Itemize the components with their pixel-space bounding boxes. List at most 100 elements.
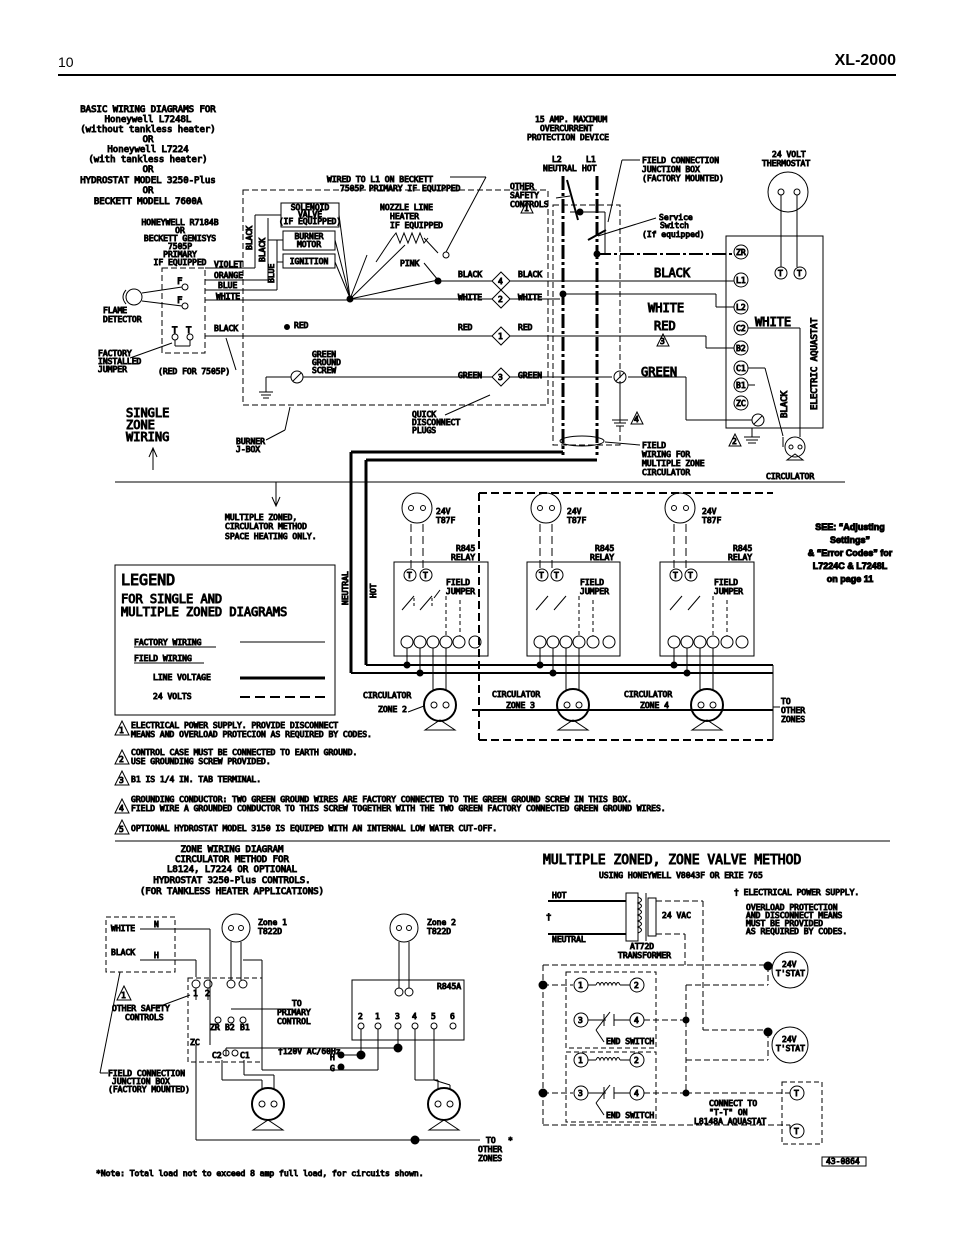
zw-title-3: L8124, L7224 OR OPTIONAL — [167, 865, 297, 875]
zw-zone1-2: T822D — [258, 927, 282, 936]
zv-connect-3: L8148A AQUASTAT — [694, 1117, 766, 1126]
tstat-1: 24 VOLT — [772, 150, 806, 159]
aq-wire-white: WHITE — [648, 301, 684, 315]
zw-other-2: CONTROLS — [125, 1013, 164, 1022]
zw-r845a: R845A — [437, 982, 461, 991]
basic-title-3: (without tankless heater) — [80, 125, 215, 135]
legend: LEGEND FOR SINGLE AND MULTIPLE ZONED DIA… — [114, 564, 336, 716]
plug-num-3: 3 — [498, 373, 503, 382]
nozzle-1: NOZZLE LINE — [380, 203, 433, 212]
z3-stat-2: T87F — [567, 516, 586, 525]
see-1: SEE: “Adjusting — [815, 522, 885, 532]
green-screw-3: SCREW — [312, 366, 336, 375]
zw-b1: B1 — [240, 1023, 250, 1032]
z2-jumper-2: JUMPER — [446, 587, 475, 596]
field-wiring-3: MULTIPLE ZONE — [642, 459, 705, 468]
jbox-2: J-BOX — [236, 445, 260, 454]
zw-note: *Note: Total load not to exceed 8 amp fu… — [96, 1169, 424, 1178]
zv-note-1: † ELECTRICAL POWER SUPPLY. — [734, 888, 859, 897]
see-note: SEE: “Adjusting Settings” & “Error Codes… — [807, 522, 893, 585]
zv-note-4: MUST BE PROVIDED — [746, 919, 823, 928]
junction-2: JUNCTION BOX — [642, 165, 700, 174]
wire-black: BLACK — [214, 324, 238, 333]
zw-to-other-2: OTHER — [478, 1145, 502, 1154]
plug-green-l: GREEN — [458, 371, 482, 380]
note-4-line-1: GROUNDING CONDUCTOR: TWO GREEN GROUND WI… — [131, 795, 632, 804]
z2-relay-1: R845 — [456, 544, 475, 553]
basic-title-8: HYDROSTAT MODEL 3250-Plus — [80, 176, 215, 186]
other-safety-2: SAFETY — [510, 191, 539, 200]
quick-2: DISCONNECT — [412, 418, 460, 427]
ignition-label: IGNITION — [290, 257, 329, 266]
zv2-end: END SWITCH — [606, 1111, 654, 1120]
zw-other-1: OTHER SAFETY — [112, 1004, 170, 1013]
jbox-1: BURNER — [236, 437, 265, 446]
zv-vac: 24 VAC — [662, 911, 691, 920]
note-2-num: 2 — [119, 755, 124, 764]
zw-rt-6: 6 — [450, 1012, 455, 1021]
see-2: Settings” — [830, 535, 870, 545]
service-2: Switch — [660, 221, 689, 230]
zw-title-1: ZONE WIRING DIAGRAM — [181, 845, 285, 855]
zv-dagger: † — [546, 913, 551, 923]
zv-tstat1-1: 24V — [782, 960, 797, 969]
zw-rt-1: 1 — [375, 1012, 380, 1021]
zv-connect-1: CONNECT TO — [709, 1099, 757, 1108]
zv-tstat2-1: 24V — [782, 1035, 797, 1044]
to-other-3: ZONES — [781, 715, 805, 724]
zv2-4: 4 — [634, 1089, 639, 1098]
overcurrent-1: 15 AMP. MAXIMUM — [535, 115, 607, 124]
pink-label: PINK — [400, 259, 419, 268]
basic-title-1: BASIC WIRING DIAGRAMS FOR — [80, 105, 216, 115]
legend-24v: 24 VOLTS — [153, 692, 192, 701]
l2-1: L2 — [552, 155, 562, 164]
legend-factory: FACTORY WIRING — [134, 638, 202, 647]
zw-rt-3: 3 — [395, 1012, 400, 1021]
jumper-3: JUMPER — [98, 365, 127, 374]
note-5-num: 5 — [119, 825, 124, 834]
note-ref-3: 3 — [660, 337, 665, 346]
wired-l1-2: 7505P PRIMARY IF EQUIPPED — [340, 184, 461, 193]
wire-red: RED — [294, 321, 309, 330]
zone2-relay: 24V T87F R845 RELAY T T FIELD JUMPER — [393, 492, 489, 657]
zw-n: N — [154, 920, 159, 929]
note-1-line-1: ELECTRICAL POWER SUPPLY. PROVIDE DISCONN… — [131, 721, 338, 730]
plug-black-r: BLACK — [518, 270, 542, 279]
basic-title-block: BASIC WIRING DIAGRAMS FOR Honeywell L724… — [80, 105, 217, 208]
note-4-num: 4 — [119, 804, 124, 813]
zv1-2: 2 — [634, 981, 639, 990]
flame-1: FLAME — [103, 306, 127, 315]
zw-rt-2: 2 — [358, 1012, 363, 1021]
field-wiring-1: FIELD — [642, 441, 666, 450]
quick-1: QUICK — [412, 410, 436, 419]
zv-tstat1-2: T'STAT — [776, 969, 805, 978]
zone4-relay: 24V T87F R845 RELAY T T FIELD JUMPER — [659, 492, 755, 657]
page-number: 10 — [58, 54, 74, 70]
basic-title-10: BECKETT MODELL 7600A — [94, 197, 203, 207]
single-2: ZONE — [126, 418, 155, 432]
zw-zone2-1: Zone 2 — [427, 918, 456, 927]
zw-rt-4: 4 — [412, 1012, 417, 1021]
zv-note-2: OVERLOAD PROTECTION — [746, 903, 838, 912]
zw-b2: B2 — [225, 1023, 235, 1032]
zv2-3: 3 — [578, 1089, 583, 1098]
field-wiring-4: CIRCULATOR — [642, 468, 690, 477]
z4-stat-2: T87F — [702, 516, 721, 525]
field-wiring-2: WIRING FOR — [642, 450, 690, 459]
legend-title: LEGEND — [121, 571, 175, 589]
primary-control: HONEYWELL R7184B OR BECKETT GENISYS 7505… — [141, 218, 219, 354]
aq-zc: ZC — [736, 399, 746, 408]
vlabel-blue: BLUE — [267, 264, 276, 283]
method-3: SPACE HEATING ONLY. — [225, 532, 317, 541]
zw-to-other-1: TO — [486, 1136, 496, 1145]
nozzle-3: IF EQUIPPED — [390, 221, 443, 230]
aq-wire-white2: WHITE — [755, 315, 791, 329]
zw-note1: 1 — [121, 991, 126, 1000]
junction-3: (FACTORY MOUNTED) — [642, 174, 724, 183]
zw-zone1-1: Zone 1 — [258, 918, 287, 927]
wire-white: WHITE — [216, 292, 240, 301]
basic-title-6: (with tankless heater) — [88, 155, 207, 165]
z2-stat-2: T87F — [436, 516, 455, 525]
nozzle-heater: NOZZLE LINE HEATER IF EQUIPPED PINK WIRE… — [327, 175, 488, 285]
plug-red-l: RED — [458, 323, 473, 332]
